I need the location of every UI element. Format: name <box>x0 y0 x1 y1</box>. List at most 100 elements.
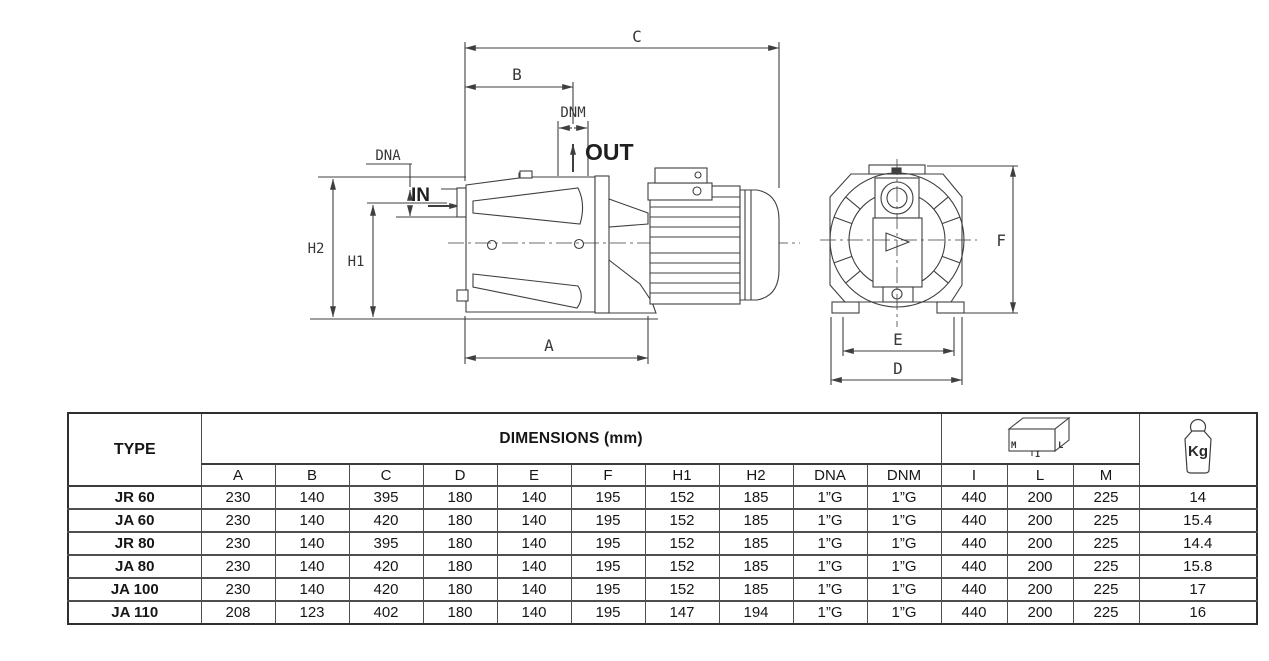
dimension-b <box>464 82 574 124</box>
value-cell: 15.8 <box>1138 554 1258 579</box>
dimension-d <box>830 317 963 385</box>
dimension-h1 <box>367 202 447 318</box>
value-cell: 140 <box>496 508 572 533</box>
value-cell: 1”G <box>866 508 942 533</box>
dimension-f <box>927 165 1018 314</box>
value-cell: 402 <box>348 600 424 625</box>
value-cell: 16 <box>1138 600 1258 625</box>
value-cell: 140 <box>496 485 572 510</box>
label-a: A <box>544 336 554 355</box>
value-cell: 440 <box>940 508 1008 533</box>
value-cell: 200 <box>1006 508 1074 533</box>
front-view-drawing <box>820 159 1018 385</box>
value-cell: 1”G <box>792 531 868 556</box>
weight-kg-icon: Kg <box>1184 418 1212 474</box>
value-cell: 123 <box>274 600 350 625</box>
value-cell: 140 <box>274 577 350 602</box>
value-cell: 152 <box>644 485 720 510</box>
package-size-header: M I L <box>940 412 1140 465</box>
col-header-c: C <box>348 463 424 487</box>
pump-technical-drawing: C B DNM OUT DNA IN H2 H1 A F E D <box>308 27 1018 385</box>
value-cell: 1”G <box>866 554 942 579</box>
value-cell: 152 <box>644 531 720 556</box>
value-cell: 208 <box>200 600 276 625</box>
value-cell: 140 <box>496 577 572 602</box>
value-cell: 420 <box>348 508 424 533</box>
value-cell: 1”G <box>866 485 942 510</box>
pump-casing <box>456 172 610 314</box>
value-cell: 200 <box>1006 554 1074 579</box>
value-cell: 1”G <box>866 577 942 602</box>
value-cell: 225 <box>1072 600 1140 625</box>
value-cell: 194 <box>718 600 794 625</box>
value-cell: 1”G <box>792 554 868 579</box>
col-header-e: E <box>496 463 572 487</box>
side-view-drawing <box>310 42 1018 385</box>
value-cell: 225 <box>1072 554 1140 579</box>
value-cell: 140 <box>274 485 350 510</box>
dimension-dnm <box>557 121 589 176</box>
fan-cover-ribs <box>833 196 961 284</box>
terminal-box <box>647 167 713 201</box>
value-cell: 140 <box>496 554 572 579</box>
label-out: OUT <box>585 139 634 165</box>
support-bracket <box>608 198 657 314</box>
value-cell: 440 <box>940 600 1008 625</box>
label-d: D <box>893 359 903 378</box>
value-cell: 195 <box>570 600 646 625</box>
weight-header: Kg <box>1138 412 1258 487</box>
col-header-a: A <box>200 463 276 487</box>
value-cell: 1”G <box>792 508 868 533</box>
label-c: C <box>632 27 642 46</box>
value-cell: 230 <box>200 508 276 533</box>
type-cell: JA 110 <box>67 600 202 625</box>
value-cell: 195 <box>570 531 646 556</box>
value-cell: 230 <box>200 531 276 556</box>
value-cell: 180 <box>422 531 498 556</box>
rotation-arrow <box>885 232 911 252</box>
value-cell: 180 <box>422 485 498 510</box>
value-cell: 185 <box>718 554 794 579</box>
value-cell: 195 <box>570 485 646 510</box>
value-cell: 200 <box>1006 600 1074 625</box>
box-label-l: L <box>1058 441 1064 451</box>
value-cell: 147 <box>644 600 720 625</box>
value-cell: 225 <box>1072 485 1140 510</box>
value-cell: 152 <box>644 554 720 579</box>
value-cell: 185 <box>718 508 794 533</box>
dimensions-table: TYPE DIMENSIONS (mm) M I L <box>67 412 1258 625</box>
value-cell: 230 <box>200 577 276 602</box>
box-label-m: M <box>1011 441 1017 451</box>
value-cell: 1”G <box>866 531 942 556</box>
label-f: F <box>996 231 1006 250</box>
value-cell: 140 <box>496 600 572 625</box>
type-cell: JR 80 <box>67 531 202 556</box>
col-header-m: M <box>1072 463 1140 487</box>
value-cell: 440 <box>940 531 1008 556</box>
col-header-l: L <box>1006 463 1074 487</box>
value-cell: 140 <box>274 554 350 579</box>
value-cell: 180 <box>422 600 498 625</box>
type-cell: JA 100 <box>67 577 202 602</box>
value-cell: 420 <box>348 577 424 602</box>
value-cell: 200 <box>1006 577 1074 602</box>
dimension-h2 <box>318 176 466 318</box>
value-cell: 152 <box>644 577 720 602</box>
box-dimensions-icon: M I L <box>1007 416 1071 460</box>
value-cell: 140 <box>274 508 350 533</box>
value-cell: 1”G <box>792 577 868 602</box>
value-cell: 395 <box>348 531 424 556</box>
col-header-dna: DNA <box>792 463 868 487</box>
value-cell: 420 <box>348 554 424 579</box>
value-cell: 180 <box>422 554 498 579</box>
value-cell: 1”G <box>866 600 942 625</box>
value-cell: 185 <box>718 531 794 556</box>
dimension-e <box>842 317 955 356</box>
motor-end-cap <box>739 189 780 301</box>
col-header-i: I <box>940 463 1008 487</box>
